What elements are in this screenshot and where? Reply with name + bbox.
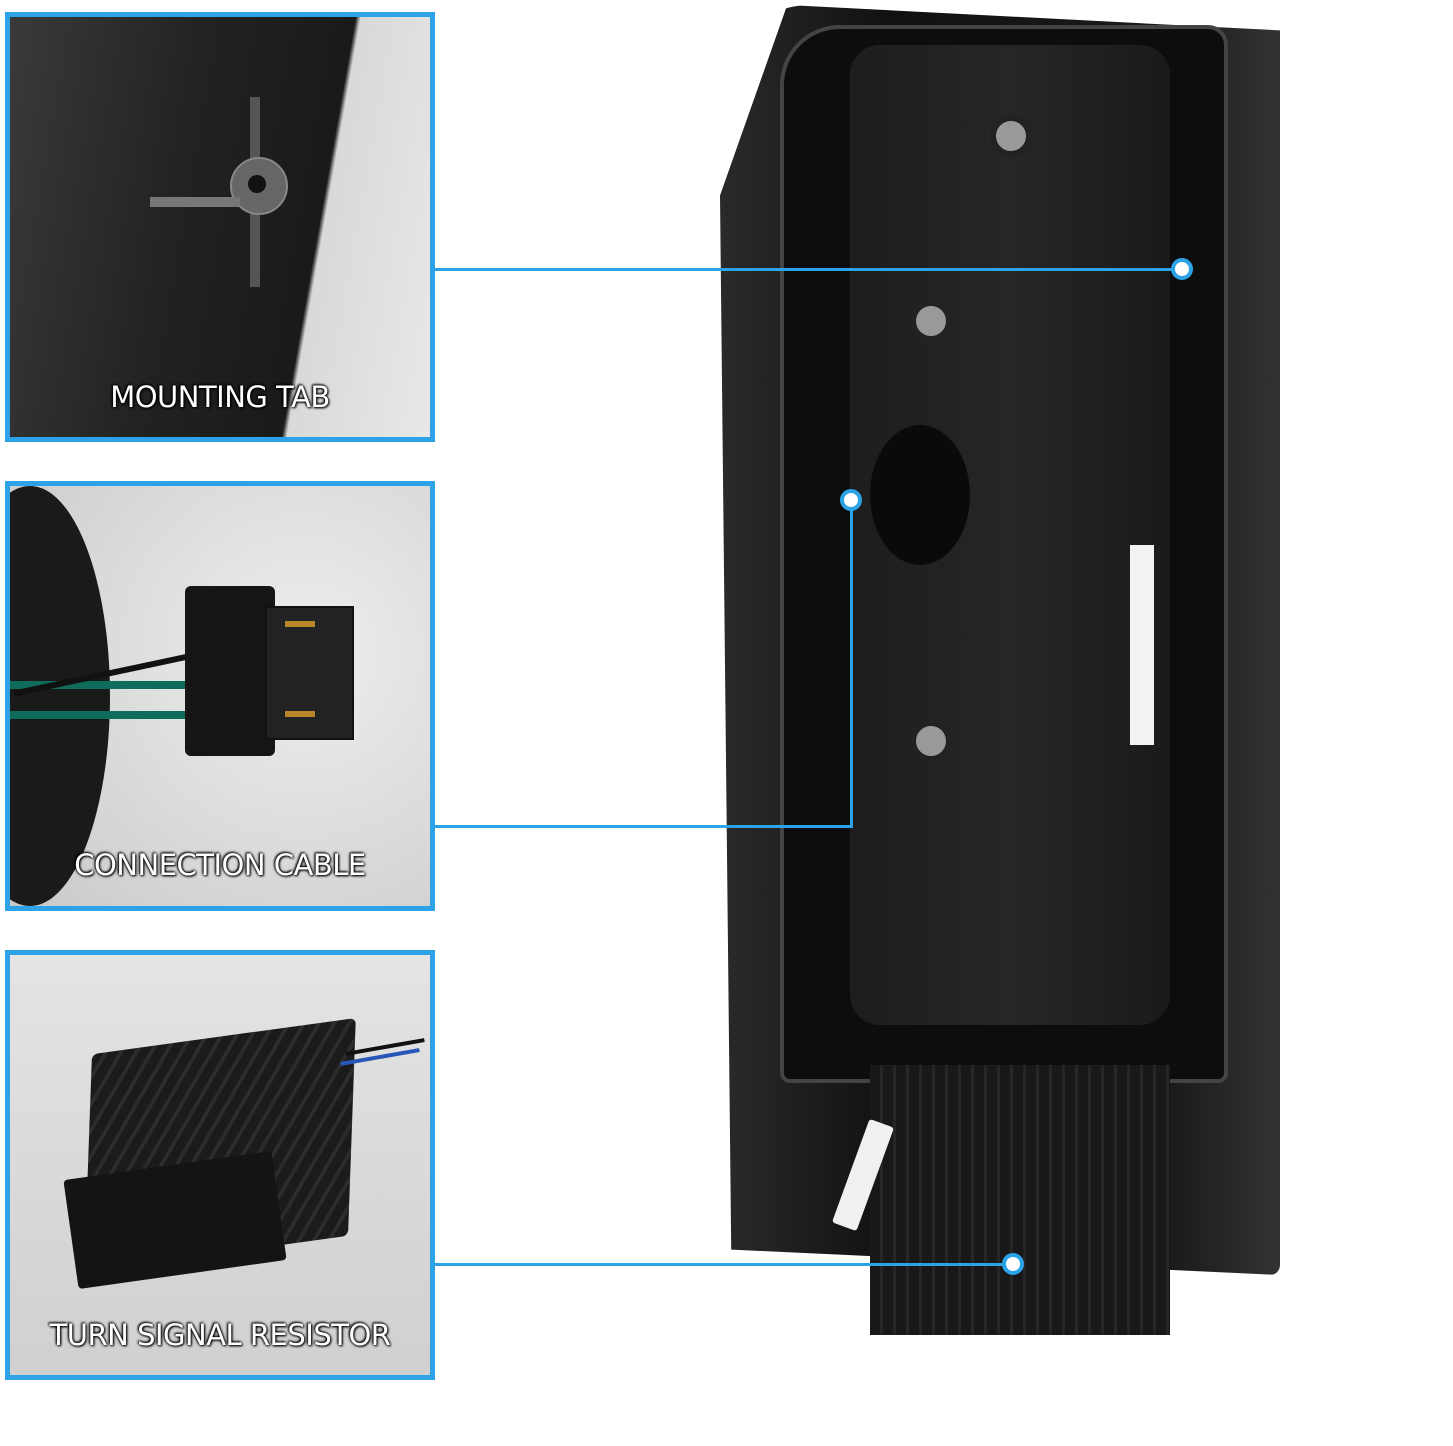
connection-cable-label: CONNECTION CABLE	[74, 848, 366, 882]
resistor-callout-dot	[1002, 1253, 1024, 1275]
connection-cable-callout-dot	[840, 489, 862, 511]
resistor-callout-line	[435, 1263, 1015, 1266]
mounting-tab-panel: MOUNTING TAB	[5, 12, 435, 442]
tail-light-housing	[720, 5, 1280, 1335]
connection-cable-image	[10, 486, 430, 906]
connection-cable-callout-line	[435, 825, 853, 828]
connection-cable-panel: CONNECTION CABLE	[5, 481, 435, 911]
turn-signal-resistor-panel: TURN SIGNAL RESISTOR	[5, 950, 435, 1380]
mounting-tab-callout-dot	[1171, 258, 1193, 280]
mounting-tab-image	[140, 97, 288, 297]
turn-signal-resistor-label: TURN SIGNAL RESISTOR	[49, 1318, 391, 1352]
mounting-tab-label: MOUNTING TAB	[110, 380, 330, 414]
mounting-tab-callout-line	[435, 268, 1183, 271]
resistor-image	[63, 995, 425, 1295]
connection-cable-callout-riser	[850, 500, 853, 828]
